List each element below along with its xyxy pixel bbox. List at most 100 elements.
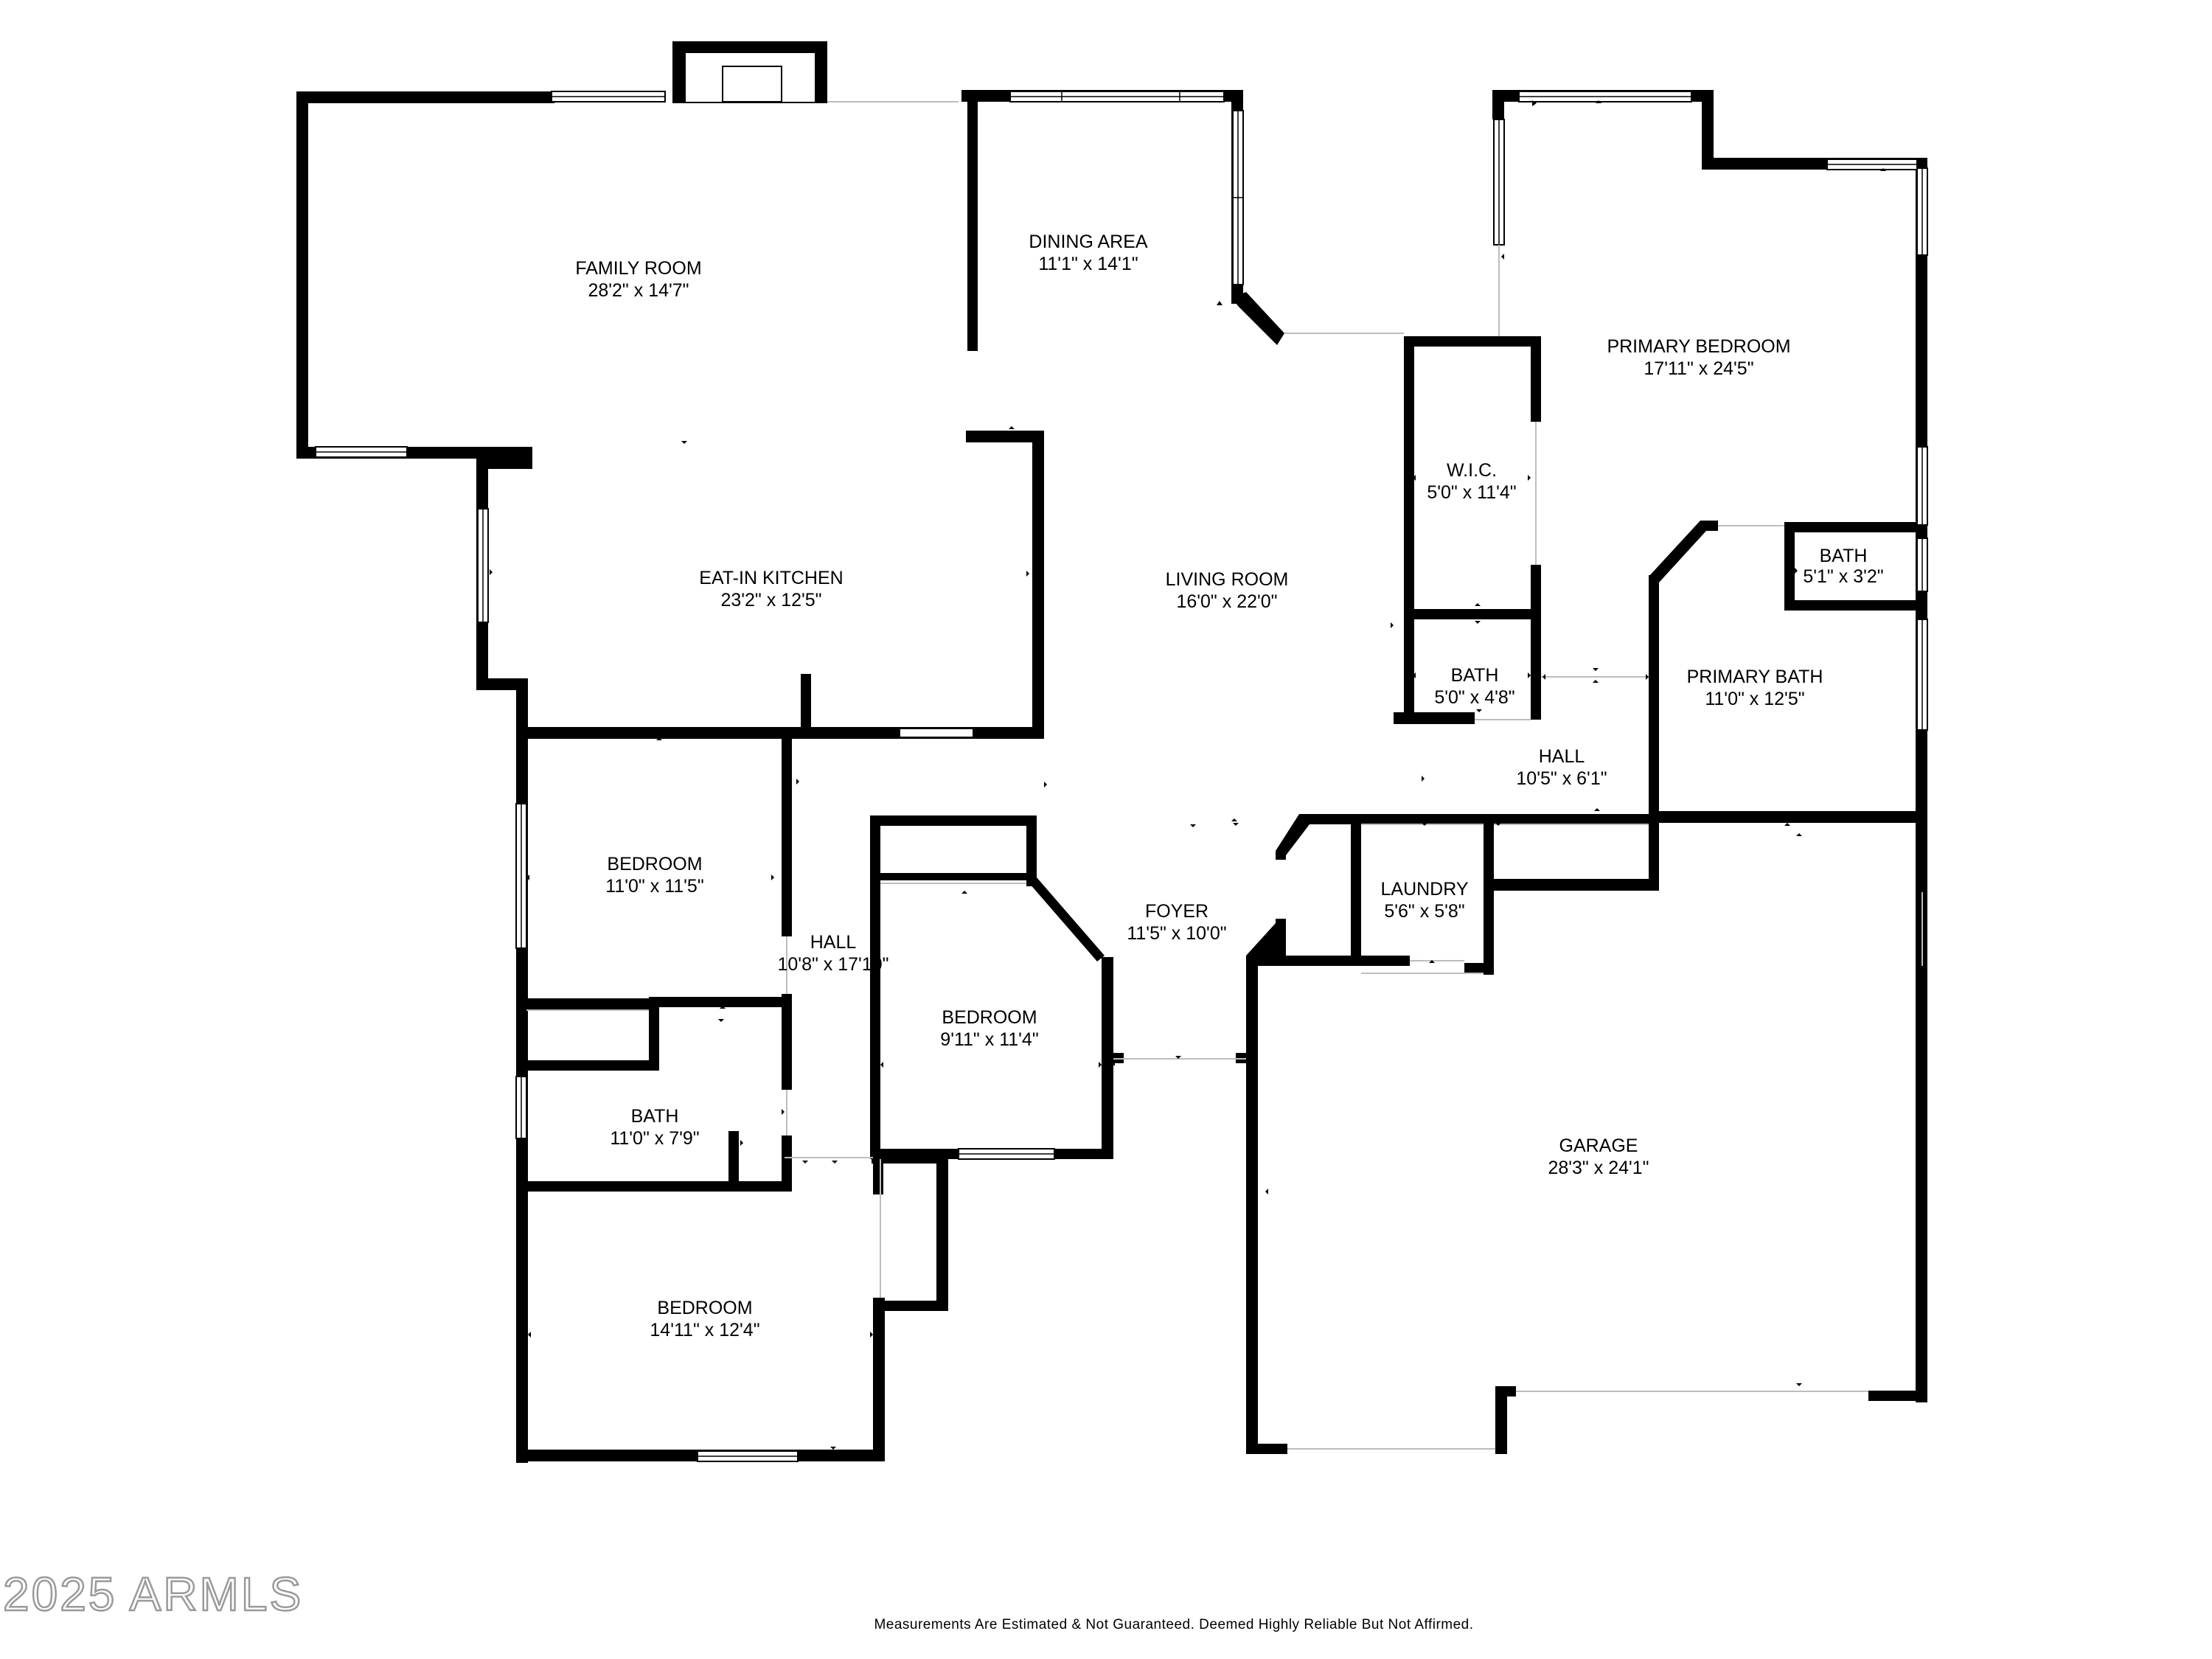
tick: [1413, 475, 1416, 481]
tick: [1532, 100, 1537, 106]
walls: [296, 41, 1927, 1463]
tick: [1475, 603, 1481, 606]
wall-laundry-east: [1484, 814, 1494, 975]
wall-pbath-south: [1649, 811, 1927, 823]
tick: [830, 734, 836, 737]
dimension-ticks: [490, 100, 1920, 1450]
wall-kitchen-sw: [476, 678, 526, 690]
wall-pbath-north: [1700, 521, 1715, 531]
wall-garage-step-north: [1649, 811, 1659, 891]
tick: [1880, 605, 1886, 608]
tick: [1217, 301, 1222, 305]
openings: [526, 101, 1923, 1450]
room-name-bedroom-west: BEDROOM: [607, 854, 702, 874]
tick: [961, 891, 967, 894]
room-labels: FAMILY ROOM 28'2" x 14'7" DINING AREA 11…: [575, 232, 1883, 1340]
room-name-primary-bath: PRIMARY BATH: [1687, 667, 1823, 687]
wall-garage-south-right: [1868, 1391, 1927, 1401]
tick: [1646, 674, 1649, 680]
room-dims-bedroom-west: 11'0" x 11'5": [605, 876, 703, 897]
wall-garage-south-step-top: [1495, 1386, 1516, 1397]
room-dims-wic: 5'0" x 11'4": [1427, 482, 1516, 503]
room-name-dining-area: DINING AREA: [1029, 232, 1147, 252]
room-dims-primary-bath: 11'0" x 12'5": [1705, 689, 1804, 709]
tick: [1038, 619, 1044, 624]
room-name-eat-in-kitchen: EAT-IN KITCHEN: [699, 568, 843, 588]
wall-sw-bed-east: [873, 1298, 885, 1461]
tick: [1391, 622, 1394, 628]
wall-sw-bed-closet-west: [873, 1155, 883, 1194]
tick: [1422, 823, 1427, 826]
wall-family-west: [296, 91, 308, 459]
tick: [1429, 960, 1435, 963]
room-dims-family-room: 28'2" x 14'7": [588, 280, 689, 301]
tick: [1099, 1062, 1102, 1068]
tick: [1593, 680, 1599, 683]
tick: [1175, 1056, 1181, 1059]
tick: [1112, 1060, 1115, 1066]
tick: [1190, 824, 1196, 827]
room-name-foyer: FOYER: [1145, 901, 1208, 922]
tick: [1495, 823, 1501, 826]
room-name-bedroom-southwest: BEDROOM: [657, 1298, 752, 1318]
wall-dining-bay: [1231, 292, 1284, 345]
wall-center-bed-nw: [870, 815, 880, 886]
wall-sw-bed-closet-top: [872, 1155, 948, 1164]
wall-west-hall-bath-east: [782, 994, 792, 1090]
watermark-text: 2025 ARMLS: [3, 1568, 303, 1621]
wall-kitchen-north-stub: [966, 431, 1043, 442]
wall-wic-west: [1404, 336, 1414, 724]
room-dims-garage: 28'3" x 24'1": [1548, 1158, 1649, 1178]
room-dims-bedroom-southwest: 14'11" x 12'4": [650, 1320, 759, 1340]
room-name-bath-west: BATH: [631, 1106, 679, 1127]
room-name-family-room: FAMILY ROOM: [575, 258, 701, 279]
tick: [782, 1109, 785, 1115]
disclaimer-text: Measurements Are Estimated & Not Guarant…: [874, 1617, 1473, 1632]
room-dims-foyer: 11'5" x 10'0": [1127, 923, 1226, 944]
room-name-laundry: LAUNDRY: [1380, 879, 1468, 900]
wall-foyer-door-post: [1102, 1053, 1124, 1063]
tick: [1265, 1189, 1268, 1194]
wall-center-bed-west: [870, 873, 880, 1153]
tick: [1476, 709, 1482, 712]
wall-kitchen-notch: [487, 447, 532, 469]
wall-laundry-west: [1351, 814, 1361, 960]
fireplace-firebox: [722, 66, 782, 102]
wall-bath-center-south: [1394, 712, 1475, 724]
room-name-hall-west: HALL: [810, 932, 857, 953]
tick: [740, 1140, 743, 1146]
wall-garage-west: [1246, 956, 1258, 1454]
room-dims-hall-east: 10'5" x 6'1": [1516, 768, 1607, 789]
room-dims-bath-center: 5'0" x 4'8": [1434, 687, 1514, 708]
room-dims-bath-west: 11'0" x 7'9": [610, 1128, 699, 1149]
wall-kitchen-counter: [801, 674, 811, 737]
room-dims-dining-area: 11'1" x 14'1": [1038, 254, 1138, 274]
tick: [1784, 823, 1790, 826]
tick: [1596, 100, 1601, 103]
wall-west-hall-west: [782, 730, 792, 936]
tick: [490, 569, 493, 575]
wall-small-bath-north: [1784, 522, 1926, 532]
wall-foyer-east-angle: [1276, 814, 1310, 860]
wall-pbath-west: [1649, 575, 1659, 818]
wall-pbed-nw: [1492, 90, 1504, 119]
wall-center-bed-ledge: [870, 873, 1037, 880]
tick: [1649, 776, 1652, 782]
wall-center-bed-south-right: [1054, 1149, 1113, 1159]
tick: [1758, 815, 1764, 818]
tick: [1233, 823, 1239, 826]
wall-dining-west: [967, 96, 978, 351]
wall-wic-east-lower: [1531, 565, 1541, 618]
tick: [681, 441, 687, 444]
tick: [771, 874, 774, 880]
tick: [1231, 818, 1237, 821]
tick: [830, 1447, 836, 1450]
room-dims-eat-in-kitchen: 23'2" x 12'5": [720, 590, 821, 611]
tick: [528, 1332, 531, 1338]
room-dims-hall-west: 10'8" x 17'10": [777, 954, 888, 975]
room-dims-primary-bedroom: 17'11" x 24'5": [1644, 358, 1753, 379]
wall-wic-east: [1531, 336, 1541, 422]
tick: [1475, 621, 1481, 624]
windows: [315, 91, 1928, 1462]
room-name-hall-east: HALL: [1539, 746, 1585, 767]
